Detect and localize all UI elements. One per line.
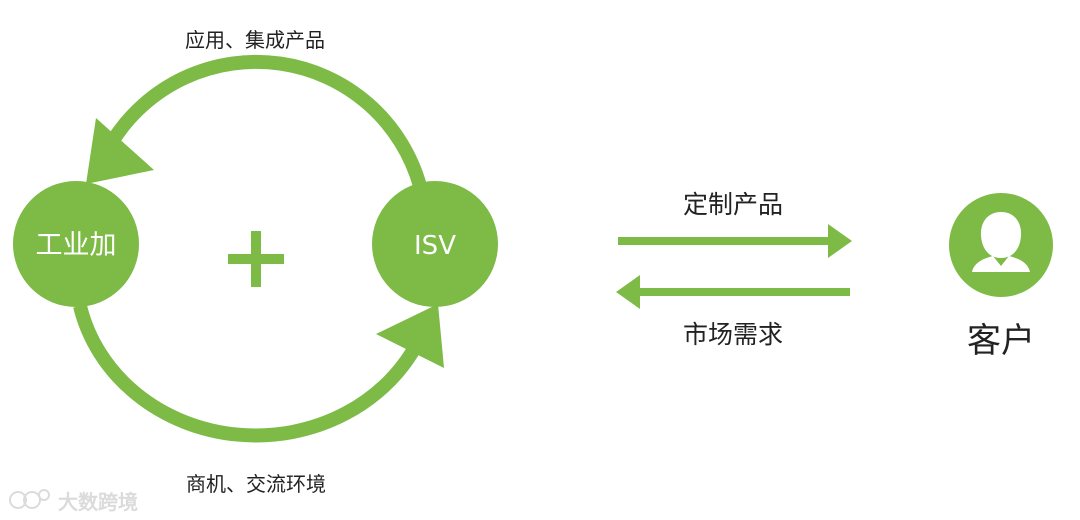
brand-logo-icon (9, 489, 50, 509)
customer-label: 客户 (967, 321, 1035, 361)
plus-icon (228, 231, 284, 287)
node-gongyejia-label: 工业加 (36, 230, 117, 261)
watermark-text: 大数跨境 (58, 489, 138, 514)
bottom-arc-caption: 商机、交流环境 (186, 472, 326, 496)
node-isv (372, 181, 498, 307)
user-silhouette-icon (972, 212, 1030, 272)
bottom-arrowhead (376, 304, 444, 368)
node-isv-label: ISV (414, 231, 456, 261)
top-arc-connector (106, 54, 427, 188)
arrow-to-customer (618, 224, 852, 258)
top-arrowhead (86, 118, 154, 184)
bottom-arc-connector (73, 304, 427, 443)
arrow-to-partners (616, 275, 850, 309)
arrow-to-customer-label: 定制产品 (683, 190, 783, 219)
node-gongyejia (13, 181, 139, 307)
watermark: 大数跨境 (8, 486, 138, 514)
top-arc-caption: 应用、集成产品 (185, 28, 325, 52)
arrow-to-partners-label: 市场需求 (683, 320, 783, 349)
